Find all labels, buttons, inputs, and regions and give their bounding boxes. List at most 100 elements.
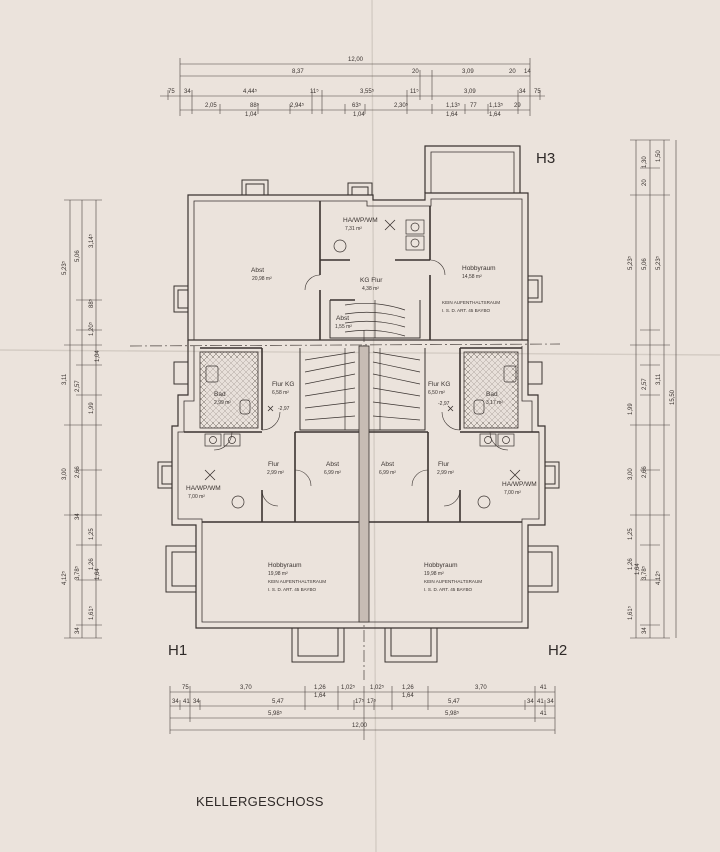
top-dim: 20 <box>412 69 419 75</box>
right-dim: 15,50 <box>670 389 676 405</box>
stairs <box>299 300 426 431</box>
top-dim: 2,05 <box>205 103 217 109</box>
left-dimension-lines <box>64 199 102 639</box>
left-dim: 1,61⁵ <box>88 605 95 620</box>
top-dim: 11⁵ <box>410 88 419 95</box>
room-area: 19,98 m² <box>268 571 288 577</box>
bottom-dim: 41 <box>540 685 547 691</box>
right-dim: 5,23⁵ <box>627 255 634 270</box>
room-note: I. S. D. ART. 45 BAYBO <box>442 308 491 313</box>
top-dim: 29 <box>514 103 521 109</box>
bottom-dim: 34 <box>527 699 534 705</box>
left-dim: 1,25 <box>89 528 95 540</box>
bottom-dim: 5,47 <box>448 699 460 705</box>
top-dim: 1,13⁵ <box>446 102 461 109</box>
top-dim: 3,09 <box>462 69 474 75</box>
bottom-dim: 1,64 <box>314 693 326 699</box>
room-area: 2,99 m² <box>267 470 284 476</box>
top-dim: 75 <box>168 89 175 95</box>
appliances <box>204 219 517 509</box>
bottom-dim: 5,98⁵ <box>268 710 283 717</box>
bottom-dim: 34 <box>547 699 554 705</box>
left-dim: 3,00 <box>62 468 68 480</box>
house-label-h2: H2 <box>548 642 567 659</box>
top-dim: 34 <box>184 89 191 95</box>
level-mark: -2,97 <box>278 406 290 412</box>
left-dim: 5,23⁵ <box>61 260 68 275</box>
right-dim: 34 <box>642 627 648 634</box>
right-dim: 3,00 <box>628 468 634 480</box>
top-dim: 20 <box>509 69 516 75</box>
left-dim: 2,66 <box>75 466 81 478</box>
right-dim: 5,06 <box>642 258 648 270</box>
room-area: 20,98 m² <box>252 276 272 282</box>
right-dim: 2,66 <box>642 466 648 478</box>
right-dim: 3,78⁵ <box>641 565 648 580</box>
room-area: 6,99 m² <box>324 470 341 476</box>
top-dim: 77 <box>470 103 477 109</box>
room-area: 4,38 m² <box>362 286 379 292</box>
top-dim: 75 <box>534 89 541 95</box>
room-area: 14,58 m² <box>462 274 482 280</box>
right-dim: 1,25 <box>628 528 634 540</box>
party-wall <box>358 345 370 623</box>
room-area: 7,31 m² <box>345 226 362 232</box>
bottom-dim: 17⁵ <box>367 698 377 705</box>
bottom-dim: 41 <box>540 711 547 717</box>
top-dim: 11⁵ <box>310 88 319 95</box>
room-name: Flur <box>438 461 450 468</box>
bottom-dim: 5,47 <box>272 699 284 705</box>
room-area: 6,50 m² <box>428 390 445 396</box>
room-name: HA/WP/WM <box>186 485 221 492</box>
right-dimension-text: 1,30 20 1,50 5,23⁵ 5,06 5,23⁵ 3,11 2,57 … <box>627 150 676 634</box>
room-name: Bad <box>486 391 498 398</box>
room-area: 1,55 m² <box>335 324 352 330</box>
bottom-dim: 17⁵ <box>355 698 365 705</box>
right-dim: 4,12⁵ <box>655 570 662 585</box>
room-name: Abst <box>326 461 339 468</box>
left-dim: 1,99 <box>89 402 95 414</box>
bathrooms <box>199 351 519 429</box>
bottom-dim: 1,02⁵ <box>370 684 385 691</box>
bottom-dimension-text: 75 3,70 1,26 1,02⁵ 1,02⁵ 1,26 3,70 41 1,… <box>172 684 554 729</box>
left-dim: 4,12⁵ <box>61 570 68 585</box>
top-dim: 3,55⁵ <box>360 88 375 95</box>
right-dim: 1,30 <box>642 156 648 168</box>
top-dim: 34 <box>519 89 526 95</box>
top-dim: 4,44⁵ <box>243 88 258 95</box>
lower-outer-wall <box>171 340 546 629</box>
right-dim: 1,50 <box>656 150 662 162</box>
room-name: Flur <box>268 461 280 468</box>
top-dim: 14 <box>524 69 531 75</box>
top-dim: 12,00 <box>348 57 364 63</box>
room-area: 6,58 m² <box>272 390 289 396</box>
right-dimension-lines <box>630 139 677 639</box>
top-dim: 1,64 <box>489 112 501 118</box>
room-name: Flur KG <box>428 381 450 388</box>
room-area: 3,17 m² <box>486 400 503 406</box>
room-name: Abst <box>251 267 264 274</box>
bottom-dim: 1,26 <box>402 685 414 691</box>
room-note: KEIN AUFENTHALTSRAUM <box>442 300 500 305</box>
room-name: Hobbyraum <box>462 265 496 272</box>
left-dim: 1,20⁵ <box>88 321 95 336</box>
h3-inner-wall <box>193 198 523 341</box>
top-dim: 1,04 <box>353 112 365 118</box>
left-dim: 3,78⁵ <box>74 565 81 580</box>
left-dim: 88⁵ <box>88 298 95 308</box>
top-dim: 1,64 <box>446 112 458 118</box>
top-dim: 2,30⁵ <box>394 102 409 109</box>
room-name: Abst <box>336 315 349 322</box>
bottom-dim: 5,98⁵ <box>445 710 460 717</box>
room-area: 2,99 m² <box>214 400 231 406</box>
bottom-dim: 12,00 <box>352 723 368 729</box>
bottom-dim: 41 <box>183 699 190 705</box>
left-dim: 5,06 <box>75 250 81 262</box>
room-name: Bad <box>214 391 226 398</box>
room-note: KEIN AUFENTHALTSRAUM <box>424 579 482 584</box>
room-area: 7,00 m² <box>504 490 521 496</box>
left-dimension-text: 5,23⁵ 5,06 3,14⁵ 88⁵ 1,20⁵ 1,04 3,11 2,5… <box>61 233 101 634</box>
right-dim: 1,99 <box>628 403 634 415</box>
house-label-h3: H3 <box>536 150 555 167</box>
left-dim: 34 <box>75 513 81 520</box>
